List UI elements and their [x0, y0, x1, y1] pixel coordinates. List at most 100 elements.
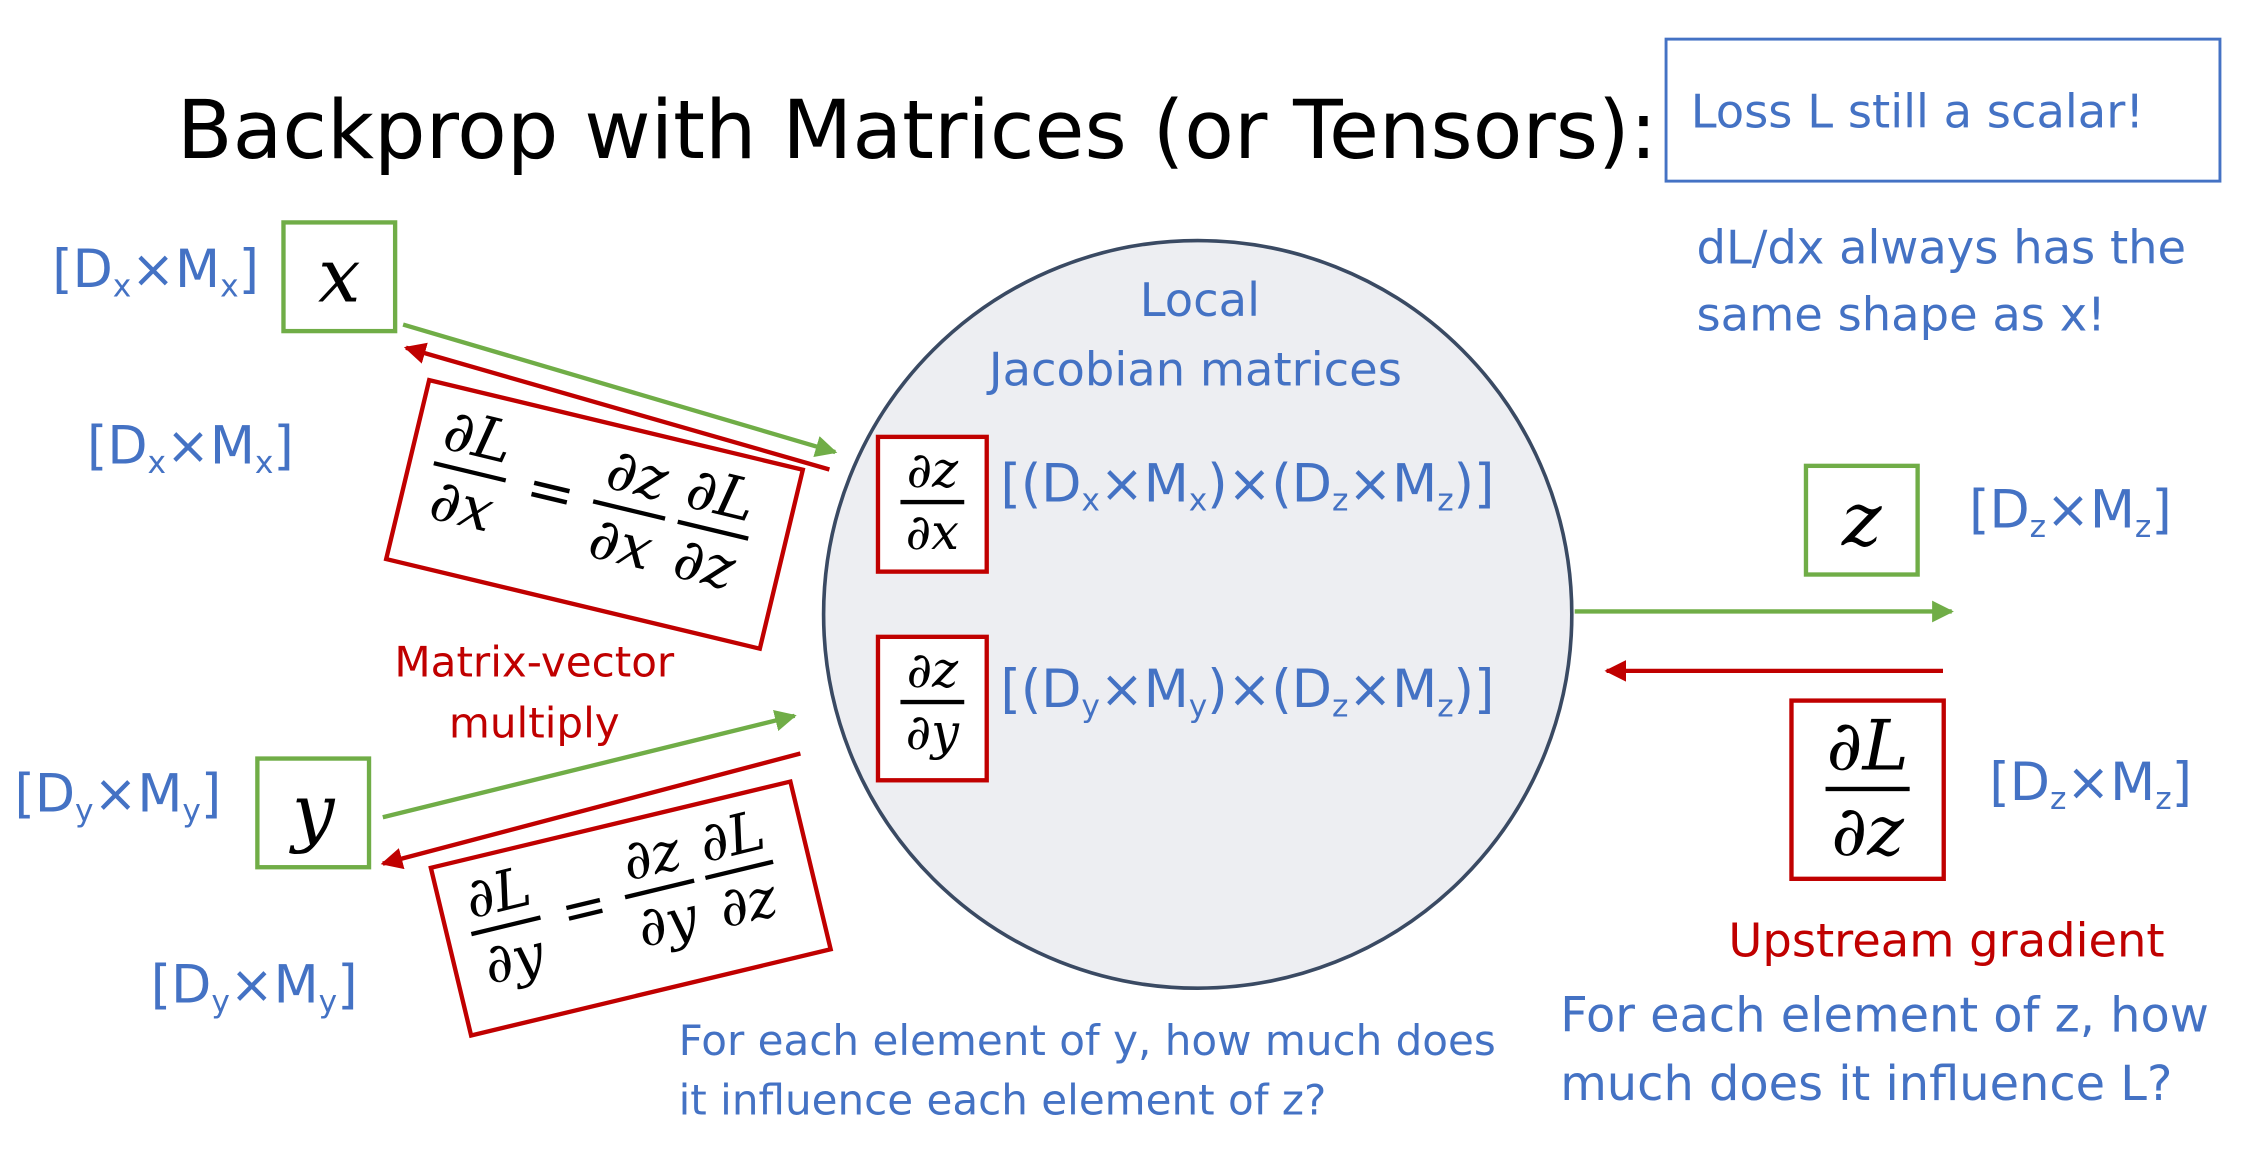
upstream-gradient-frac-wrap: ∂L∂z: [1794, 705, 1942, 872]
dim-text: ]: [2171, 753, 2193, 813]
matrix-vector-label: Matrix-vector multiply: [394, 632, 674, 754]
frac-jacobian-y: ∂z∂y: [899, 641, 965, 762]
dim-sub: x: [1081, 483, 1100, 520]
dim-text: [D: [1989, 753, 2050, 813]
dim-text: [D: [14, 765, 76, 825]
y-influence-note: For each element of y, how much does it …: [679, 1011, 1496, 1129]
variable-z-box: z: [1803, 463, 1920, 577]
dim-sub: z: [1437, 483, 1454, 520]
matrix-vector-line-2: multiply: [448, 698, 620, 748]
node-label-line-2: Jacobian matrices: [988, 341, 1402, 398]
denominator: ∂y: [470, 915, 556, 999]
numerator: ∂L: [1826, 705, 1909, 787]
dim-sub: y: [1188, 688, 1208, 726]
shape-note-line-2: same shape as x!: [1696, 287, 2106, 343]
jacobian-x-box: ∂z∂x: [875, 434, 989, 574]
dim-text: )×(D: [1207, 660, 1332, 721]
function-node: [821, 238, 1574, 991]
dim-sub: z: [2049, 781, 2067, 818]
dim-sub: z: [1331, 483, 1349, 520]
dim-x-grad: [Dx×Mx]: [87, 417, 294, 479]
dim-sub: x: [254, 445, 274, 482]
dim-text: [D: [87, 417, 148, 477]
variable-y-label: y: [291, 769, 335, 857]
numerator: ∂z: [906, 641, 959, 700]
arrow-y-forward: [382, 709, 797, 820]
dim-text: ]: [2151, 481, 2172, 541]
dim-text: [D: [52, 240, 113, 300]
dim-sub: z: [2155, 781, 2172, 818]
shape-note: dL/dx always has the same shape as x!: [1697, 214, 2187, 348]
dim-text: ×M: [2046, 481, 2135, 541]
dim-text: ]: [200, 765, 222, 825]
dim-text: ×M: [131, 240, 221, 300]
denominator: ∂y: [899, 699, 965, 762]
dim-sub: x: [147, 445, 167, 482]
shape-note-line-1: dL/dx always has the: [1696, 220, 2187, 276]
jacobian-x-frac-wrap: ∂z∂x: [880, 442, 984, 562]
dim-x-top: [Dx×Mx]: [52, 240, 259, 303]
dim-sub: z: [2029, 509, 2047, 546]
denominator: ∂z: [705, 859, 789, 942]
arrow-y-backward: [380, 751, 801, 870]
jacobian-x-dims: [(Dx×Mx)×(Dz×Mz)]: [1000, 454, 1495, 517]
denominator: ∂x: [899, 499, 965, 562]
dim-text: ×M: [1348, 454, 1438, 515]
denominator: ∂z: [661, 519, 749, 606]
dim-sub: y: [1081, 688, 1100, 726]
variable-x-box: x: [281, 220, 398, 334]
dim-text: )×(D: [1207, 454, 1332, 515]
dim-text: ×M: [1348, 660, 1438, 721]
dim-sub: x: [112, 268, 132, 305]
dim-sub: z: [1331, 688, 1349, 726]
dim-text: ]: [273, 417, 294, 477]
dim-text: ]: [337, 956, 358, 1016]
dim-text: ×M: [166, 417, 255, 477]
z-influence-line-2: much does it influence L?: [1560, 1054, 2173, 1112]
dim-text: [D: [150, 956, 212, 1016]
dim-z-top: [Dz×Mz]: [1969, 481, 2172, 543]
dim-sub: z: [1437, 688, 1454, 726]
dim-y-grad: [Dy×My]: [150, 956, 358, 1018]
frac-jacobian-x: ∂z∂x: [899, 441, 965, 562]
arrow-x-forward: [402, 322, 838, 457]
dim-text: ×M: [2066, 753, 2156, 813]
jacobian-y-dims: [(Dy×My)×(Dz×Mz)]: [1000, 660, 1495, 723]
dim-sub: y: [182, 793, 201, 830]
dim-sub: x: [1188, 483, 1208, 520]
variable-x-label: x: [318, 233, 361, 321]
dim-sub: z: [2134, 509, 2152, 546]
y-influence-line-1: For each element of y, how much does: [678, 1015, 1496, 1066]
dim-z-grad: [Dz×Mz]: [1989, 753, 2193, 815]
loss-scalar-box: [1664, 37, 2222, 183]
variable-y-box: y: [255, 756, 372, 870]
dim-text: ×M: [93, 765, 183, 825]
loss-scalar-text: Loss L still a scalar!: [1690, 84, 2144, 140]
dim-sub: y: [75, 793, 94, 830]
jacobian-y-box: ∂z∂y: [875, 634, 989, 783]
dim-text: ×M: [229, 956, 319, 1016]
variable-z-label: z: [1841, 476, 1882, 564]
dim-text: [D: [1969, 481, 2030, 541]
dim-text: [(D: [1000, 660, 1082, 721]
upstream-gradient-box: ∂L∂z: [1789, 698, 1946, 881]
matrix-vector-line-1: Matrix-vector: [394, 637, 675, 687]
frac-dLdy: ∂L∂y: [453, 853, 558, 999]
dim-text: ]: [238, 240, 259, 300]
dim-sub: x: [220, 268, 239, 305]
z-influence-line-1: For each element of z, how: [1560, 986, 2209, 1044]
dim-text: [(D: [1000, 454, 1082, 515]
numerator: ∂z: [906, 441, 959, 500]
dim-text: )]: [1453, 660, 1495, 721]
dim-sub: y: [318, 984, 338, 1021]
upstream-gradient-label: Upstream gradient: [1728, 912, 2165, 968]
node-label-line-1: Local: [1139, 272, 1260, 328]
denominator: ∂y: [624, 878, 710, 962]
frac-dLdx: ∂L∂x: [415, 396, 525, 549]
frac-upstream-gradient: ∂L∂z: [1821, 705, 1915, 872]
dim-y-top: [Dy×My]: [14, 765, 222, 827]
equals-sign: =: [519, 453, 583, 530]
dim-text: ×M: [1099, 454, 1189, 515]
